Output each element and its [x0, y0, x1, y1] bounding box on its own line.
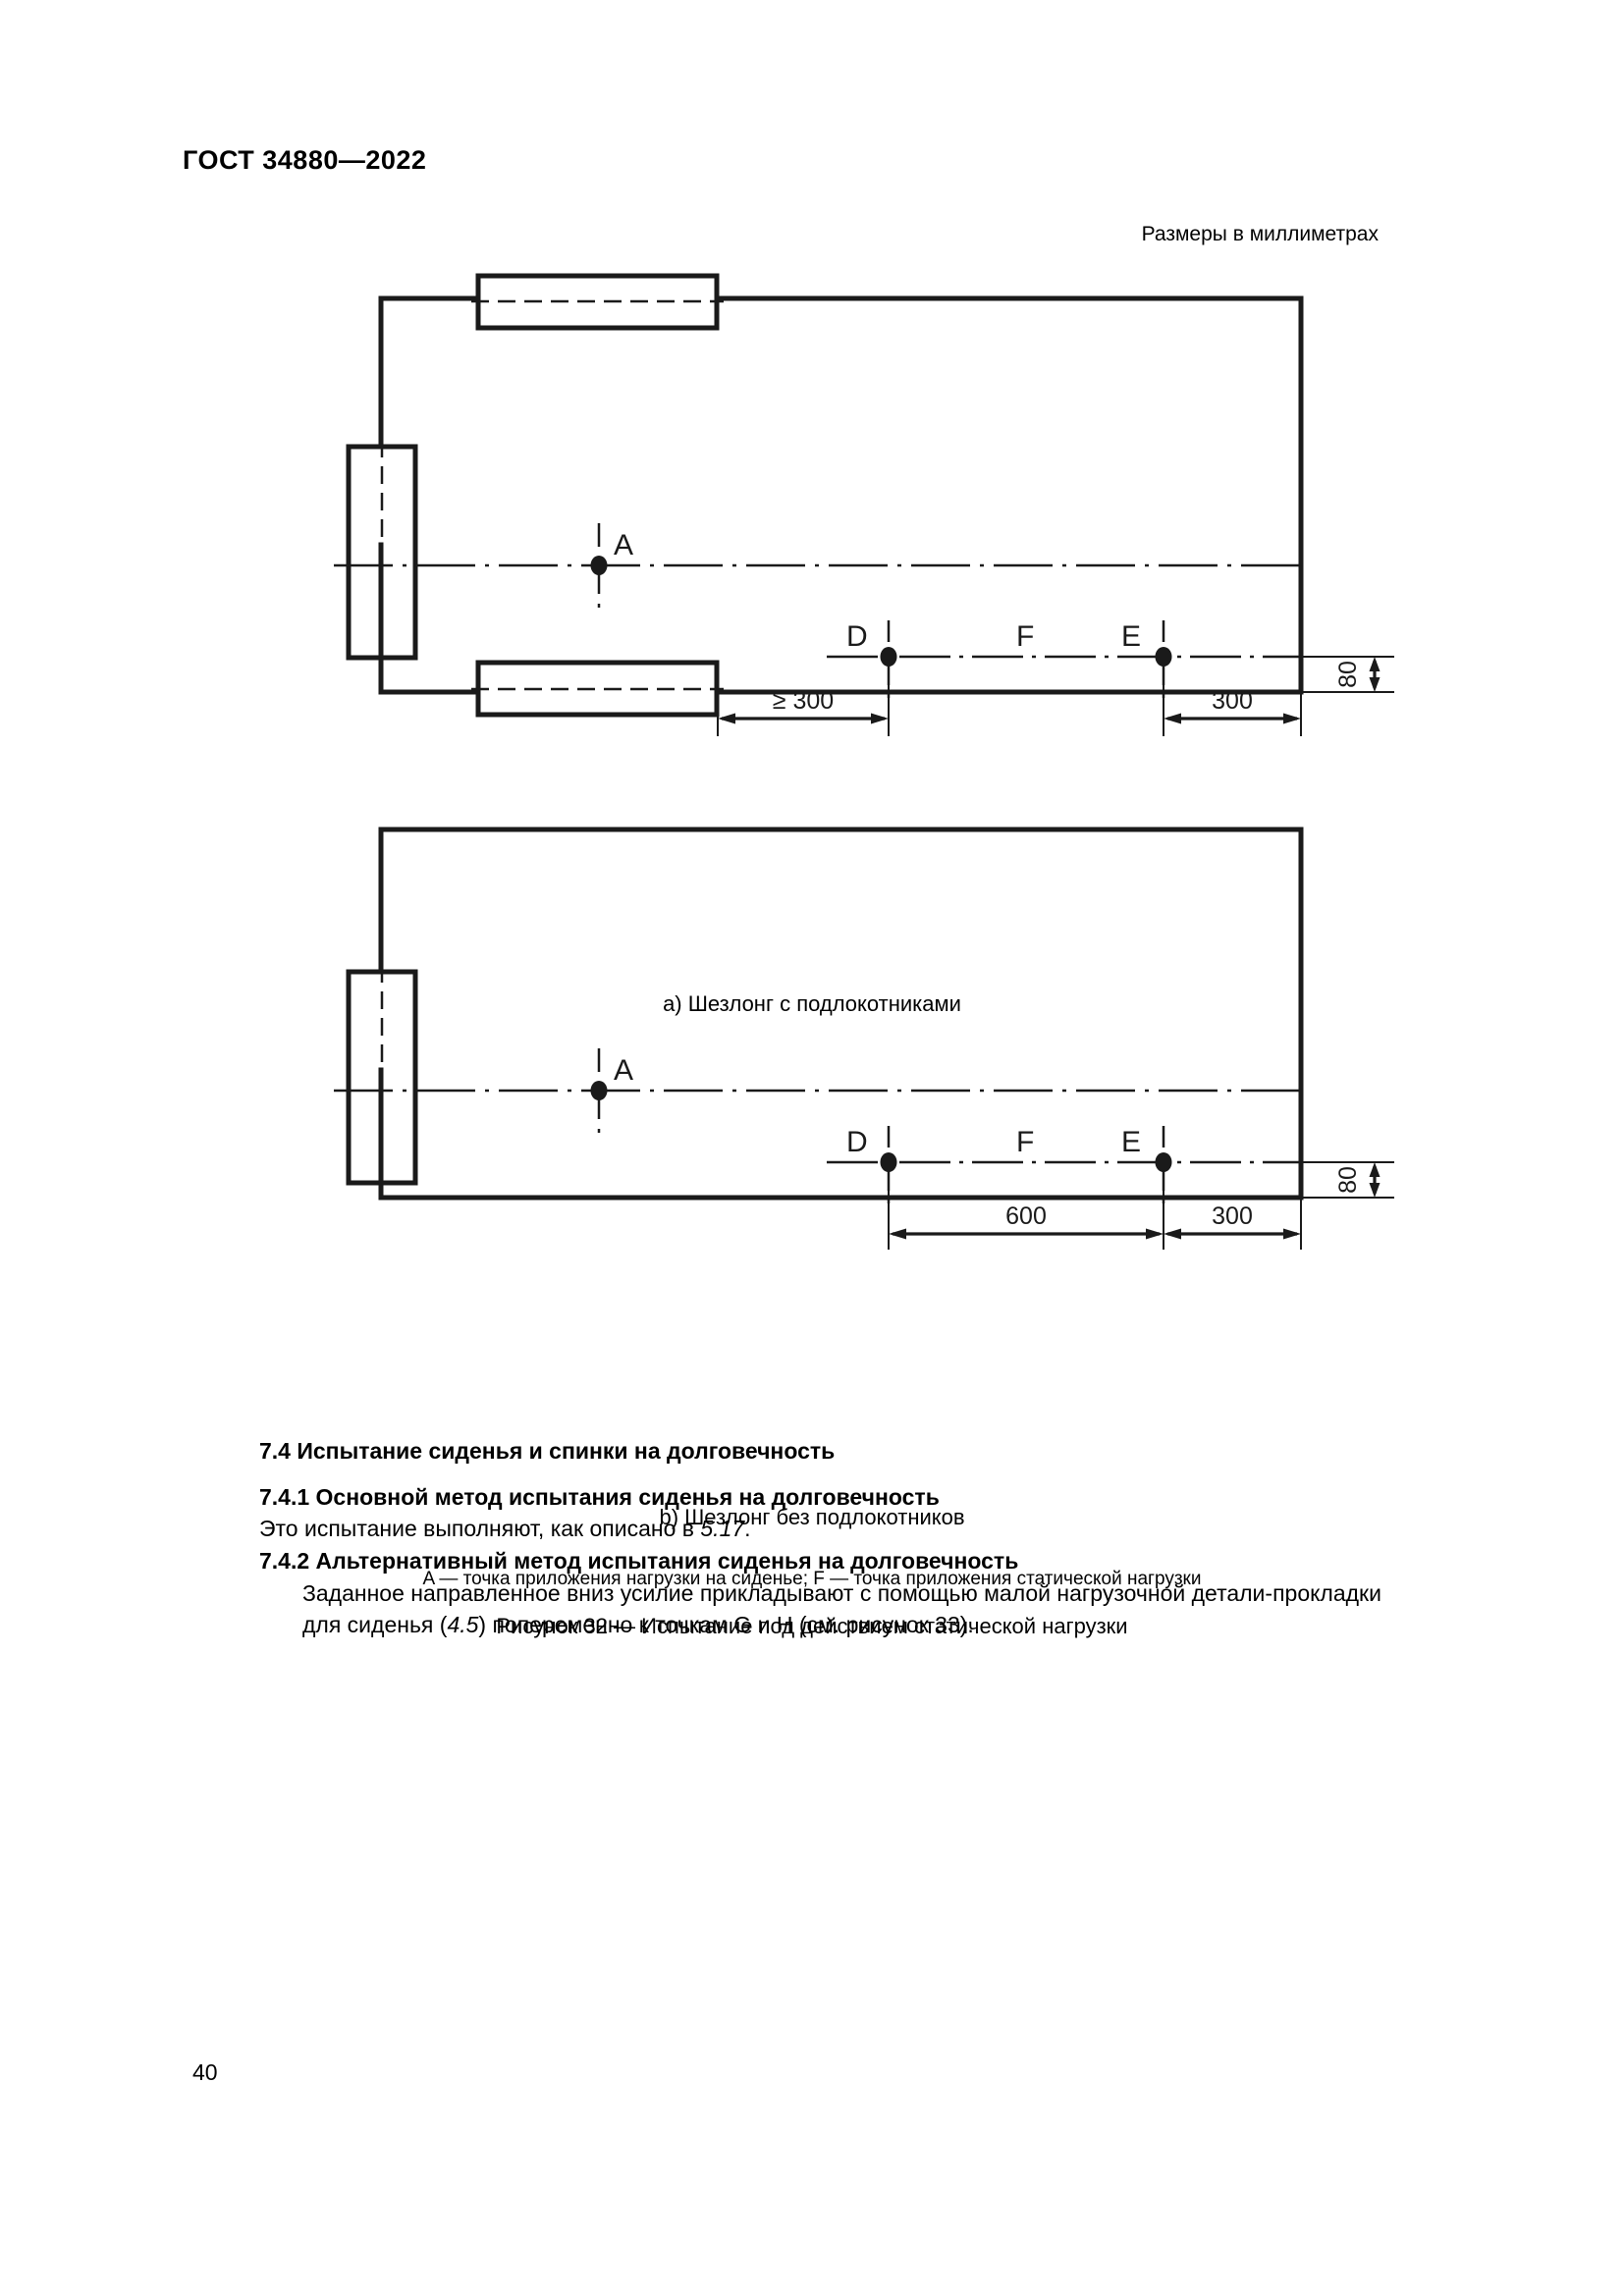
units-note: Размеры в миллиметрах — [1141, 223, 1379, 245]
figure-legend: A — точка приложения нагрузки на сиденье… — [422, 1569, 1202, 1589]
point-d-label-b: D — [846, 1126, 868, 1158]
dimension-300 — [1164, 713, 1301, 724]
dimension-300-label: 300 — [1212, 687, 1253, 715]
dimension-600 — [889, 1228, 1164, 1240]
diagram-b-caption: b) Шезлонг без подлокотников — [659, 1505, 965, 1529]
diagram-a-svg: A D F E — [334, 273, 1394, 736]
point-d-marker-b — [880, 1152, 897, 1172]
cross-reference-5-17: 5.17 — [700, 1516, 745, 1542]
point-e-marker — [1155, 647, 1172, 667]
point-f-label-b: F — [1016, 1126, 1034, 1158]
heading-7-4-2: 7.4.2 Альтернативный метод испытания сид… — [259, 1547, 1019, 1574]
point-a-marker-b — [590, 1081, 608, 1100]
document-header-standard-id: ГОСТ 34880—2022 — [183, 145, 427, 175]
dimension-300-b — [1164, 1228, 1301, 1240]
paragraph-7-4-1-text-b: . — [744, 1516, 751, 1542]
dimension-300-label-b: 300 — [1212, 1202, 1253, 1230]
point-e-label-b: E — [1121, 1126, 1141, 1158]
paragraph-7-4-2-text-a: Заданное направленное вниз усилие прикла… — [302, 1579, 1381, 1638]
heading-7-4: 7.4 Испытание сиденья и спинки на долгов… — [259, 1438, 836, 1464]
dimension-80-extensions — [1301, 656, 1394, 693]
page-number: 40 — [192, 2059, 218, 2085]
body-text: 7.4 Испытание сиденья и спинки на долгов… — [259, 1435, 1388, 1641]
point-e-marker-b — [1155, 1152, 1172, 1172]
figure-32: A D F E — [0, 245, 1624, 1638]
dimension-ge300-label: ≥ 300 — [773, 687, 834, 715]
dimension-600-label: 600 — [1005, 1202, 1047, 1230]
dimension-80-label: 80 — [1334, 661, 1362, 688]
point-f-label: F — [1016, 620, 1034, 653]
diagram-a-chaise-with-armrests: A D F E — [0, 245, 1624, 746]
diagram-a-caption: a) Шезлонг с подлокотниками — [663, 991, 961, 1016]
dimension-80-label-b: 80 — [1334, 1166, 1362, 1194]
figure-caption: Рисунок 32 — Испытание под действием ста… — [496, 1614, 1128, 1638]
point-a-label-b: A — [614, 1054, 633, 1087]
point-a-label: A — [614, 529, 633, 561]
diagram-b-chaise-without-armrests: A D F E — [0, 780, 1624, 1261]
dimension-80-arrows — [1369, 657, 1380, 692]
paragraph-7-4-1: Это испытание выполняют, как описано в 5… — [259, 1513, 1388, 1545]
point-d-label: D — [846, 620, 868, 653]
dimension-80-arrows-b — [1369, 1162, 1380, 1198]
cross-reference-4-5: 4.5 — [447, 1612, 479, 1638]
dimension-ge300 — [718, 713, 889, 724]
paragraph-7-4-1-text-a: Это испытание выполняют, как описано в — [259, 1516, 701, 1542]
diagram-b-svg: A D F E — [334, 827, 1394, 1250]
heading-7-4-1: 7.4.1 Основной метод испытания сиденья н… — [259, 1483, 940, 1510]
point-a-marker — [590, 556, 608, 575]
paragraph-7-4-2: Заданное направленное вниз усилие прикла… — [259, 1577, 1388, 1641]
paragraph-7-4-2-text-b: ) попеременно к точкам G и H (см. рисуно… — [478, 1612, 974, 1638]
point-d-marker — [880, 647, 897, 667]
dimension-80-extensions-b — [1301, 1161, 1394, 1199]
point-e-label: E — [1121, 620, 1141, 653]
